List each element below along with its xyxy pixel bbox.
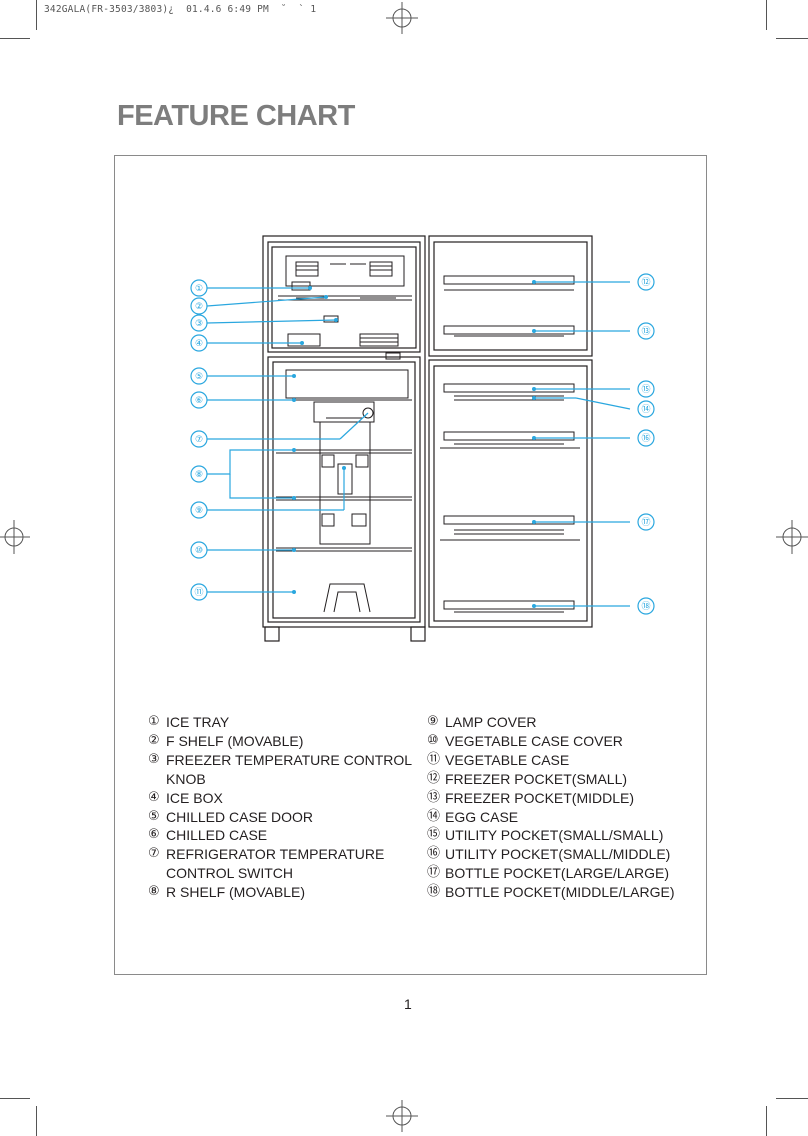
legend-number: ⑨: [427, 714, 439, 729]
legend-item: ⑥ CHILLED CASE: [148, 826, 413, 845]
diagram-frame: [114, 155, 707, 975]
legend-number: ⑱: [427, 884, 441, 900]
legend-number: ⑪: [427, 751, 441, 767]
legend-item: ⑨ LAMP COVER: [427, 713, 687, 732]
marker-18: ⑱: [641, 601, 650, 612]
crop-mark: [766, 0, 767, 30]
legend-text: REFRIGERATOR TEMPERATURE CONTROL SWITCH: [166, 846, 385, 882]
crop-mark: [776, 1098, 808, 1099]
legend-item: ③ FREEZER TEMPERATURE CONTROL KNOB: [148, 751, 413, 789]
legend-text: BOTTLE POCKET(MIDDLE/LARGE): [445, 884, 675, 901]
legend-text: VEGETABLE CASE: [445, 751, 570, 768]
legend-text: F SHELF (MOVABLE): [166, 732, 304, 749]
page-number: 1: [404, 996, 412, 1012]
legend-text: FREEZER POCKET(SMALL): [445, 770, 628, 787]
registration-mark: [386, 1100, 418, 1132]
marker-1: ①: [195, 284, 203, 294]
legend-text: CHILLED CASE: [166, 827, 268, 844]
legend-text: LAMP COVER: [445, 714, 537, 730]
registration-mark: [386, 2, 418, 34]
marker-14: ⑭: [641, 404, 650, 415]
legend-item: ⑩ VEGETABLE CASE COVER: [427, 732, 687, 751]
legend-text: CHILLED CASE DOOR: [166, 808, 314, 825]
registration-mark: [776, 520, 808, 554]
legend-left: ① ICE TRAY ② F SHELF (MOVABLE) ③ FREEZER TE…: [148, 713, 413, 902]
legend-item: ① ICE TRAY: [148, 713, 413, 732]
marker-6: ⑥: [195, 396, 203, 406]
legend-item: ② F SHELF (MOVABLE): [148, 732, 413, 751]
left-cabinet: [262, 235, 426, 642]
legend-text: FREEZER TEMPERATURE CONTROL KNOB: [166, 751, 412, 787]
legend-item: ⑤ CHILLED CASE DOOR: [148, 808, 413, 827]
marker-11: ⑪: [194, 587, 203, 598]
ice-maker-panel: [278, 255, 412, 360]
marker-12: ⑫: [641, 277, 650, 288]
callout-dots: [292, 280, 536, 608]
legend-item: ⑦ REFRIGERATOR TEMPERATURE CONTROL SWITCH: [148, 845, 413, 883]
marker-15: ⑮: [641, 384, 650, 395]
legend-number: ①: [148, 714, 160, 729]
marker-7: ⑦: [195, 435, 203, 445]
legend-number: ⑦: [148, 846, 160, 862]
legend-text: UTILITY POCKET(SMALL/SMALL): [445, 827, 664, 844]
legend-number: ⑤: [148, 808, 160, 824]
legend-number: ⑧: [148, 884, 160, 900]
marker-17: ⑰: [641, 517, 650, 528]
registration-mark: [0, 520, 30, 554]
callout-lines: [206, 281, 631, 607]
legend-item: ④ ICE BOX: [148, 789, 413, 808]
marker-8: ⑧: [195, 470, 203, 480]
print-header: 342GALA(FR-3503/3803)¿ 01.4.6 6:49 PM ˘ …: [44, 4, 317, 15]
marker-3: ③: [195, 319, 203, 329]
legend-text: ICE TRAY: [166, 714, 230, 730]
legend-number: ⑭: [427, 808, 441, 824]
legend-number: ③: [148, 751, 160, 767]
marker-16: ⑯: [641, 433, 650, 444]
legend-text: R SHELF (MOVABLE): [166, 884, 305, 901]
legend-number: ⑥: [148, 827, 160, 843]
marker-2: ②: [195, 302, 203, 312]
legend-text: BOTTLE POCKET(LARGE/LARGE): [445, 865, 670, 882]
legend-number: ④: [148, 789, 160, 805]
door-pockets: [440, 275, 580, 613]
legend-number: ⑮: [427, 827, 441, 843]
callout-markers: [190, 273, 655, 615]
legend-number: ⑯: [427, 846, 441, 862]
legend-number: ②: [148, 732, 160, 748]
crop-mark: [776, 38, 808, 39]
legend-text: ICE BOX: [166, 789, 223, 806]
marker-13: ⑬: [641, 326, 650, 337]
legend-number: ⑩: [427, 732, 439, 748]
right-doors: [428, 235, 593, 628]
legend-number: ⑰: [427, 865, 441, 881]
marker-9: ⑨: [195, 506, 203, 516]
legend-text: VEGETABLE CASE COVER: [445, 732, 623, 749]
crop-mark: [0, 1098, 30, 1099]
legend-number: ⑬: [427, 789, 441, 805]
legend-text: EGG CASE: [445, 808, 519, 825]
legend-text: FREEZER POCKET(MIDDLE): [445, 789, 635, 806]
marker-5: ⑤: [195, 372, 203, 382]
crop-mark: [36, 0, 37, 30]
crop-mark: [766, 1106, 767, 1136]
crop-mark: [36, 1106, 37, 1136]
legend-text: UTILITY POCKET(SMALL/MIDDLE): [445, 846, 671, 863]
legend-item: ⑧ R SHELF (MOVABLE): [148, 883, 413, 902]
crop-mark: [0, 38, 30, 39]
legend-number: ⑫: [427, 770, 441, 786]
marker-10: ⑩: [195, 546, 203, 556]
marker-4: ④: [195, 339, 203, 349]
page-title: FEATURE CHART: [117, 100, 355, 132]
